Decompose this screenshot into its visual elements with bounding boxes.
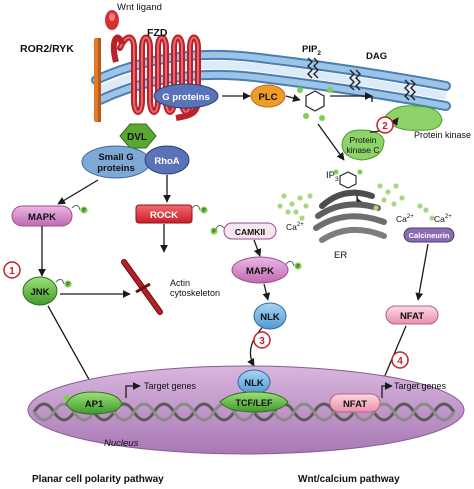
fzd-label: FZD — [147, 27, 168, 39]
actin-label-line2: cytoskeleton — [170, 288, 220, 298]
ror2-ryk-label: ROR2/RYK — [20, 43, 74, 55]
svg-text:CAMKII: CAMKII — [235, 227, 265, 237]
svg-text:Calcineurin: Calcineurin — [409, 231, 450, 240]
svg-text:NFAT: NFAT — [400, 311, 424, 322]
svg-text:NFAT: NFAT — [343, 399, 367, 410]
svg-text:P: P — [66, 282, 70, 288]
rock-node: ROCK P — [135, 204, 208, 224]
step-3-marker: 3 — [253, 331, 271, 349]
step-1-marker: 1 — [3, 261, 21, 279]
ca2-right-label: Ca2+ — [434, 214, 452, 224]
tcf-lef-node: TCF/LEF — [219, 391, 289, 413]
svg-text:JNK: JNK — [30, 287, 49, 298]
svg-text:ROCK: ROCK — [150, 210, 178, 221]
arrow-nfat-target — [381, 382, 393, 398]
g-proteins-node: G proteins — [153, 83, 219, 109]
svg-text:P: P — [202, 208, 206, 214]
arrow-camkii-to-mapk — [253, 239, 262, 257]
target-genes-right-label: Target genes — [394, 381, 447, 391]
arrow-jnk-to-ap1 — [47, 305, 97, 393]
svg-text:proteins: proteins — [97, 163, 134, 174]
mapk-left-node: MAPK P — [11, 204, 88, 227]
target-genes-left-label: Target genes — [144, 381, 197, 391]
arrow-ap1-target — [125, 382, 141, 398]
ip3-label: IP3 — [326, 170, 339, 183]
arrow-smallg-to-mapk — [57, 179, 99, 205]
pkc-inner-label-line2: kinase C — [346, 145, 379, 155]
ap1-node: AP1 — [63, 391, 123, 415]
calcium-pathway-caption: Wnt/calcium pathway — [298, 474, 400, 485]
small-g-proteins-node: Small G proteins — [81, 145, 151, 179]
pkc-outer-label: Protein kinase C — [414, 130, 474, 140]
planar-pathway-caption: Planar cell polarity pathway — [32, 474, 164, 485]
step-4-marker: 4 — [391, 351, 409, 369]
pip2-lipid — [307, 57, 319, 79]
ror2-ryk-receptor — [94, 38, 101, 122]
svg-text:NLK: NLK — [260, 312, 280, 323]
dvl-node: DVL — [119, 123, 157, 149]
er-organelle — [313, 189, 387, 243]
ca2-left-label: Ca2+ — [286, 222, 304, 232]
er-label: ER — [334, 250, 347, 261]
jnk-node: JNK P — [22, 276, 72, 306]
nlk-upper-node: NLK — [253, 302, 287, 330]
calcineurin-node: Calcineurin — [403, 227, 455, 243]
pkc-inner: Protein kinase C — [341, 129, 385, 161]
svg-text:P: P — [296, 264, 300, 270]
pip2-inositol — [297, 87, 333, 121]
arrow-plc-to-pip2 — [285, 94, 301, 102]
svg-text:DVL: DVL — [127, 132, 147, 143]
nfat-upper-node: NFAT — [385, 305, 439, 325]
plc-node: PLC — [250, 84, 286, 108]
dag-lipid — [349, 69, 416, 101]
arrow-calcineurin-to-nfat — [415, 243, 429, 301]
mapk-center-node: MAPK P — [231, 256, 302, 284]
camkii-node: CAMKII P — [210, 222, 277, 240]
svg-text:P: P — [212, 229, 216, 235]
ca2-mid-label: Ca2+ — [396, 214, 414, 224]
wnt-ligand — [105, 10, 119, 30]
svg-text:RhoA: RhoA — [154, 156, 179, 167]
svg-text:1: 1 — [9, 266, 15, 277]
nlk-lower-node: NLK — [237, 369, 271, 395]
actin-filament — [121, 259, 163, 315]
svg-text:NLK: NLK — [244, 378, 264, 389]
svg-text:TCF/LEF: TCF/LEF — [236, 398, 273, 408]
svg-text:3: 3 — [259, 336, 265, 347]
actin-label-line1: Actin — [170, 278, 190, 288]
arrow-mapk-to-nlk — [262, 283, 271, 301]
nucleus-label: Nucleus — [104, 438, 139, 449]
plc-label: PLC — [259, 92, 278, 103]
g-proteins-label: G proteins — [162, 92, 210, 103]
dag-label: DAG — [366, 51, 387, 62]
svg-text:MAPK: MAPK — [246, 266, 274, 277]
svg-text:AP1: AP1 — [85, 399, 104, 410]
step-2-marker: 2 — [376, 116, 394, 134]
arrow-pip2-to-ip3 — [317, 123, 345, 161]
calcium-ions — [277, 183, 435, 221]
svg-text:Small G: Small G — [98, 152, 133, 163]
svg-text:4: 4 — [397, 356, 403, 367]
rhoa-node: RhoA — [144, 145, 190, 175]
svg-text:P: P — [82, 208, 86, 214]
nfat-lower-node: NFAT — [329, 393, 381, 413]
pip2-label: PIP2 — [302, 44, 321, 57]
pkc-inner-label-line1: Protein — [350, 135, 377, 145]
wnt-ligand-label: Wnt ligand — [117, 2, 162, 13]
pkc-outer — [383, 105, 443, 131]
svg-text:MAPK: MAPK — [28, 212, 56, 223]
arrow-nlk-to-nucleus — [247, 327, 263, 367]
svg-text:2: 2 — [382, 121, 388, 132]
